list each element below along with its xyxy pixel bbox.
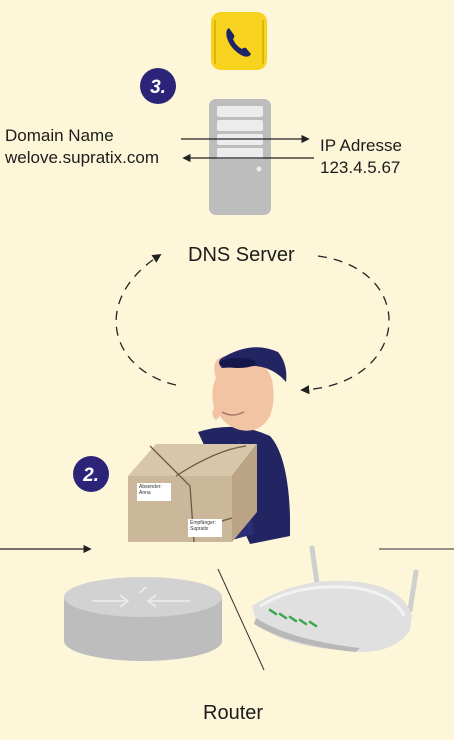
ip-address-label: IP Adresse 123.4.5.67 <box>320 135 402 179</box>
step-2-badge: 2. <box>73 456 109 492</box>
step-3-badge: 3. <box>140 68 176 104</box>
domain-name-label: Domain Name welove.supratix.com <box>5 125 159 169</box>
ip-address-value: 123.4.5.67 <box>320 158 401 177</box>
phone-icon <box>211 12 267 70</box>
dns-server-label: DNS Server <box>188 244 295 266</box>
step-3-number: 3. <box>150 77 166 98</box>
domain-name-title: Domain Name <box>5 126 114 145</box>
sender-tag: Absender: Anna <box>137 483 171 501</box>
dns-cycle-arrows <box>115 254 390 395</box>
router-divider <box>217 568 265 671</box>
modem-device <box>252 545 419 652</box>
step-2-number: 2. <box>82 465 99 486</box>
domain-name-value: welove.supratix.com <box>5 148 160 167</box>
ip-address-title: IP Adresse <box>320 136 402 155</box>
recipient-tag: Empfänger: Supratix <box>188 519 222 537</box>
router-device <box>64 577 222 661</box>
server-icon <box>209 99 271 215</box>
router-label: Router <box>203 702 264 724</box>
